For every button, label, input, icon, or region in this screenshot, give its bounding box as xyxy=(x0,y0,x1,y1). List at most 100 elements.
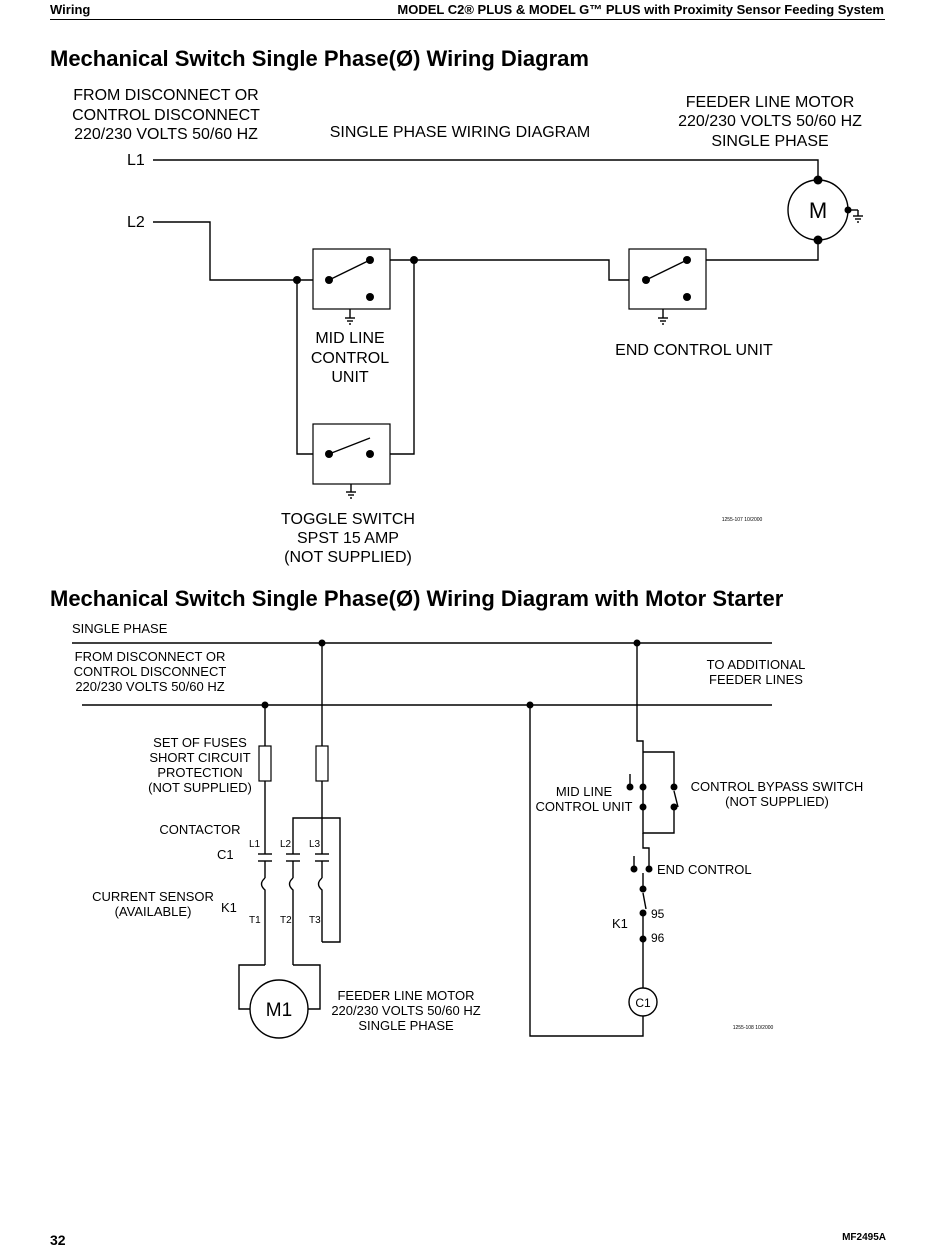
d1-mid-line-switch xyxy=(328,259,371,281)
d1-loop-right xyxy=(370,259,415,455)
d2-fuses-label-2: SHORT CIRCUIT xyxy=(149,750,250,765)
d2-k1-right-label: K1 xyxy=(612,916,628,931)
d2-end-dot-2 xyxy=(645,865,653,873)
d2-motor-label-1: FEEDER LINE MOTOR xyxy=(337,988,474,1003)
d2-k1-label: K1 xyxy=(221,900,237,915)
d2-terminal-l2: L2 xyxy=(280,839,292,850)
header-product: MODEL C2® PLUS & MODEL G™ PLUS with Prox… xyxy=(397,2,884,17)
diagram1-title: Mechanical Switch Single Phase(Ø) Wiring… xyxy=(50,46,589,71)
d2-source-line-2: CONTROL DISCONNECT xyxy=(74,664,227,679)
d2-single-phase-label: SINGLE PHASE xyxy=(72,621,168,636)
d2-motor-label-2: 220/230 VOLTS 50/60 HZ xyxy=(331,1003,480,1018)
d1-mid-line-label-3: UNIT xyxy=(331,369,369,386)
d1-toggle-label-3: (NOT SUPPLIED) xyxy=(284,549,412,566)
d2-mid-line-label-2: CONTROL UNIT xyxy=(535,799,632,814)
d2-fuse-a xyxy=(258,745,272,782)
d1-end-control-box xyxy=(628,248,707,310)
d1-toggle-dot-b xyxy=(366,450,374,458)
d1-toggle-dot-a xyxy=(325,450,333,458)
d2-terminal-t1: T1 xyxy=(249,915,261,926)
d2-terminal-96: 96 xyxy=(651,931,665,945)
header-rule xyxy=(50,19,885,20)
page-number: 32 xyxy=(50,1232,66,1248)
d1-toggle-label-2: SPST 15 AMP xyxy=(297,530,399,547)
d2-terminal-t2: T2 xyxy=(280,915,292,926)
d1-toggle-switch xyxy=(328,437,371,455)
d2-fuses-label-3: PROTECTION xyxy=(157,765,242,780)
d2-motor-circle xyxy=(249,979,309,1039)
d2-bypass-top xyxy=(643,751,675,787)
d1-mid-dot-a xyxy=(325,276,333,284)
d2-contactor-poles xyxy=(258,833,329,965)
d1-junction-b xyxy=(410,256,418,264)
d1-source-line-3: 220/230 VOLTS 50/60 HZ xyxy=(74,126,258,143)
d2-end-dot-3 xyxy=(639,885,647,893)
d2-bypass-dot-1 xyxy=(670,783,678,791)
d2-motor-symbol: M1 xyxy=(266,1000,292,1021)
d2-motor-wire-left xyxy=(238,964,265,1010)
d2-coil-symbol: C1 xyxy=(635,996,651,1010)
d2-terminal-l3: L3 xyxy=(309,839,321,850)
d2-contactor-label: CONTACTOR xyxy=(159,822,240,837)
d2-sensor-label-1: CURRENT SENSOR xyxy=(92,889,214,904)
d1-to-end-control xyxy=(414,259,646,281)
d1-source-line-2: CONTROL DISCONNECT xyxy=(72,107,260,124)
d2-end-control-label: END CONTROL xyxy=(657,862,752,877)
d2-end-dot-1 xyxy=(630,865,638,873)
d2-terminal-95: 95 xyxy=(651,907,665,921)
d1-motor-label-3: SINGLE PHASE xyxy=(711,133,828,150)
d1-mid-ground-icon xyxy=(345,309,355,325)
d2-additional-line-1: TO ADDITIONAL xyxy=(707,657,806,672)
d1-toggle-label-1: TOGGLE SWITCH xyxy=(281,511,415,528)
d1-motor-label-2: 220/230 VOLTS 50/60 HZ xyxy=(678,113,862,130)
d2-terminal-l1: L1 xyxy=(249,839,261,850)
d1-mid-line-label-1: MID LINE xyxy=(315,330,384,347)
d1-l1-label: L1 xyxy=(127,152,145,169)
d2-source-line-1: FROM DISCONNECT OR xyxy=(75,649,226,664)
d2-motor-label-3: SINGLE PHASE xyxy=(358,1018,454,1033)
d1-end-dot-c xyxy=(683,293,691,301)
d2-fuse-b-to-l2 xyxy=(292,781,323,833)
d2-motor-wire-right xyxy=(293,964,321,1010)
d2-bypass-bottom xyxy=(642,807,675,834)
d2-terminal-t3: T3 xyxy=(309,915,321,926)
d1-motor-label-1: FEEDER LINE MOTOR xyxy=(686,94,855,111)
d1-to-motor xyxy=(687,240,819,261)
d1-motor-dot-top xyxy=(813,175,823,185)
diagram1: FROM DISCONNECT OR CONTROL DISCONNECT 22… xyxy=(72,87,863,566)
d1-l2-wire xyxy=(153,221,297,281)
d2-fuses-label-1: SET OF FUSES xyxy=(153,735,247,750)
d2-fuses-label-4: (NOT SUPPLIED) xyxy=(148,780,252,795)
d1-source-line-1: FROM DISCONNECT OR xyxy=(73,87,258,104)
d1-l2-label: L2 xyxy=(127,214,145,231)
d2-fuse-b xyxy=(315,745,329,782)
d1-end-ground-icon xyxy=(658,309,668,325)
d1-mid-dot-c xyxy=(366,293,374,301)
d1-motor-dot-bottom xyxy=(813,235,823,245)
d2-control-feed-wire xyxy=(636,643,644,752)
d1-motor-symbol: M xyxy=(809,198,827,223)
d2-bypass-switch xyxy=(673,790,679,808)
d2-mid-dot-1 xyxy=(626,783,634,791)
d2-drawing-code: 1255-108 10/2000 xyxy=(733,1025,774,1031)
d2-c1-label: C1 xyxy=(217,847,234,862)
d2-l3-loop xyxy=(322,817,341,943)
d1-toggle-box xyxy=(312,423,391,485)
d2-bypass-label-2: (NOT SUPPLIED) xyxy=(725,794,829,809)
d1-motor-ground-icon xyxy=(848,209,863,223)
d1-subtitle: SINGLE PHASE WIRING DIAGRAM xyxy=(330,124,590,141)
d2-bypass-label-1: CONTROL BYPASS SWITCH xyxy=(691,779,864,794)
d1-end-control-label: END CONTROL UNIT xyxy=(615,342,773,359)
d1-mid-line-box xyxy=(312,248,391,310)
d1-end-dot-a xyxy=(642,276,650,284)
d2-source-line-3: 220/230 VOLTS 50/60 HZ xyxy=(75,679,224,694)
document-code: MF2495A xyxy=(842,1232,886,1243)
d2-to-end-control xyxy=(642,833,650,869)
d1-end-dot-b xyxy=(683,256,691,264)
d1-end-control-switch xyxy=(645,259,688,281)
d2-additional-line-2: FEEDER LINES xyxy=(709,672,803,687)
d1-toggle-ground-icon xyxy=(346,484,356,499)
d2-sensor-label-2: (AVAILABLE) xyxy=(115,904,192,919)
d1-junction-a xyxy=(293,276,301,284)
